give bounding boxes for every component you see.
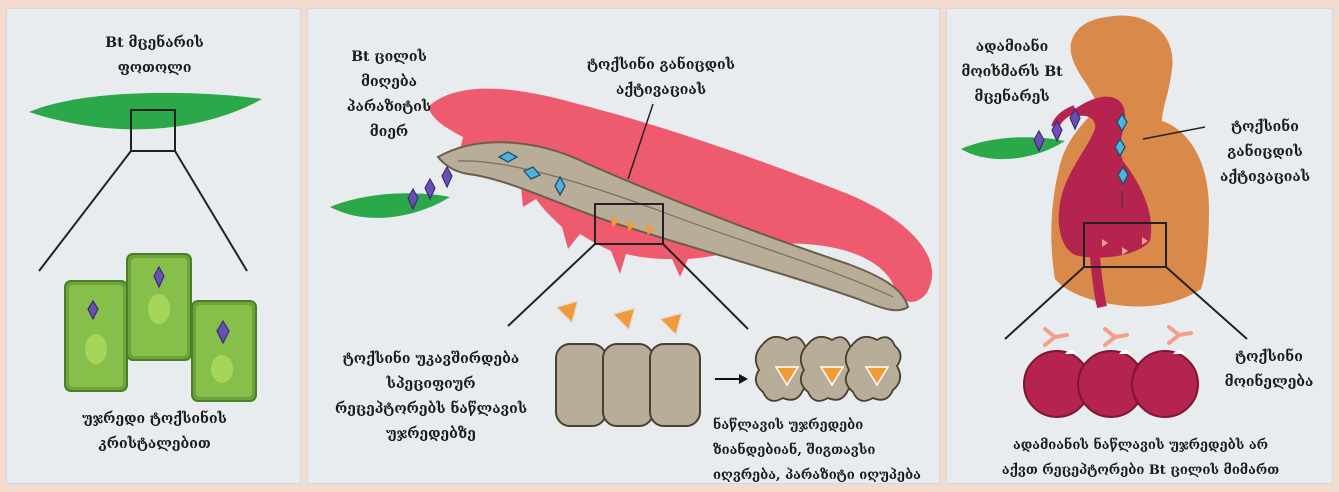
cells-caption: უჯრედი ტოქსინის კრისტალებით xyxy=(27,407,282,457)
panel-bt-plant: Bt მცენარის ფოთოლი უჯრედი ტოქსინის კრისტ… xyxy=(6,8,301,484)
human-gut-cells xyxy=(1024,350,1198,417)
human-body xyxy=(1051,16,1209,307)
bt-plant-leaf xyxy=(29,93,262,129)
damaged-gut-cells xyxy=(756,337,901,401)
panel-human: ადამიანი მოიხმარს Bt მცენარეს ტოქსინი გა… xyxy=(946,8,1333,484)
digested-toxin-fragments xyxy=(1045,327,1191,345)
binding-label: ტოქსინი უკავშირდება სპეციფიურ რეცეპტორებ… xyxy=(312,347,550,447)
toxin-digested-label: ტოქსინი მოინელება xyxy=(1219,345,1319,395)
bt-leaf xyxy=(330,193,450,218)
human-activation-label: ტოქსინი განიცდის აქტივაციას xyxy=(1205,115,1325,190)
bt-leaf xyxy=(961,137,1065,159)
plant-cell-middle xyxy=(127,254,191,360)
human-ingestion-label: ადამიანი მოიხმარს Bt მცენარეს xyxy=(953,35,1071,110)
activation-label: ტოქსინი განიცდის აქტივაციას xyxy=(546,53,776,103)
ingestion-label: Bt ცილის მიღება პარაზიტის მიერ xyxy=(314,45,464,145)
panel-parasite: Bt ცილის მიღება პარაზიტის მიერ ტოქსინი გ… xyxy=(307,8,940,484)
leaf-title: Bt მცენარის ფოთოლი xyxy=(47,31,262,81)
human-caption: ადამიანის ნაწლავის უჯრედებს არ აქვთ რეცე… xyxy=(947,433,1334,483)
toxin-crystal-icon xyxy=(442,167,452,187)
result-label: ნაწლავის უჯრედები ზიანდებიან, შიგთავსი ი… xyxy=(713,413,938,488)
plant-cell-left xyxy=(65,281,127,391)
plant-cell-right xyxy=(192,301,256,401)
intact-gut-cells xyxy=(556,301,700,426)
